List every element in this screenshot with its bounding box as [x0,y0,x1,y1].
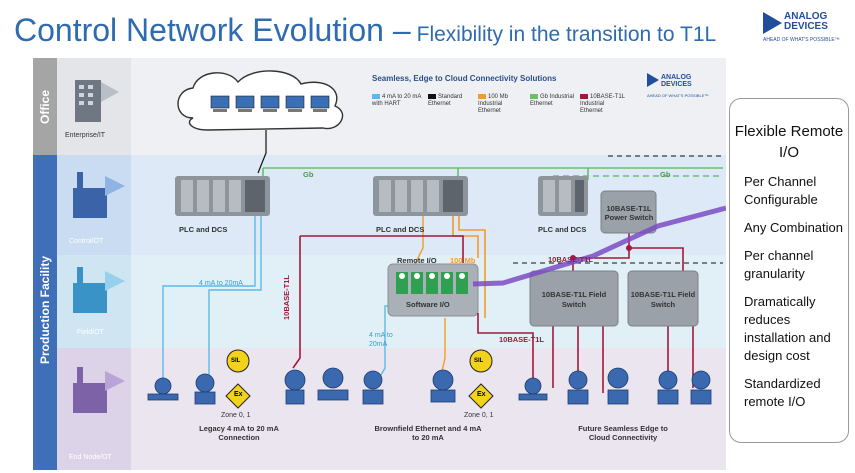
field-switch-label-2: 10BASE-T1L Field Switch [630,290,696,309]
panel-item-1: Per Channel Configurable [744,174,818,207]
logo-line2: DEVICES [784,21,828,32]
plc-label-2: PLC and DCS [376,225,425,234]
gb-label-2: Gb [660,170,671,179]
t1l-label-bottom: 10BASE-T1L [499,335,545,344]
office-band [33,58,726,155]
zone-label-2: Zone 0, 1 [464,412,494,419]
caption-future: Future Seamless Edge to Cloud Connectivi… [578,424,668,442]
network-diagram: Office Production Facility Enterprise/IT… [33,58,726,470]
sil-badge-1 [226,349,250,373]
legend-item-100mb: 100 Mb Industrial Ethernet [478,94,509,114]
legend-item-analog: 4 mA to 20 mA with HART [372,94,422,107]
level-field: Field/OT [77,329,104,336]
panel-item-4: Dramatically reduces installation and de… [744,294,831,363]
panel-item-5: Standardized remote I/O [744,376,821,409]
factory-icon-control [73,172,125,218]
level-endnode: End Node/OT [69,454,112,461]
field-switch-label-1: 10BASE-T1L Field Switch [541,290,607,309]
power-switch-label: 10BASE-T1L Power Switch [604,204,654,222]
ex-text-1: Ex [234,391,243,398]
field-devices [147,367,712,405]
ex-text-2: Ex [477,391,486,398]
production-zone-bar [33,155,57,470]
level-enterprise: Enterprise/IT [65,132,106,139]
ex-badge-1 [225,383,251,409]
plc-rack-2 [373,176,468,216]
cloud-shape [177,70,344,131]
diagram-heading: Seamless, Edge to Cloud Connectivity Sol… [372,74,557,83]
power-switch-box [600,190,657,234]
software-io-box [387,263,479,317]
factory-icon-field [73,267,125,313]
ma-label-2: 4 mA to 20mA [369,332,393,348]
logo-line1: ANALOG [784,11,828,22]
flexible-io-highlight [472,205,726,287]
plc-rack-1 [175,176,270,216]
panel-title: Flexible Remote I/O [734,123,844,161]
office-building-icon [75,80,119,122]
legend-item-ethernet: Standard Ethernet [428,94,463,107]
field-switch-2 [627,270,699,327]
zone-label-1: Zone 0, 1 [221,412,251,419]
logo-triangle-icon [763,12,782,34]
diagram-canvas [33,58,726,470]
sil-text-2: SIL [474,358,484,364]
sil-text-1: SIL [231,358,241,364]
remote-io-label: Remote I/O [397,256,437,265]
t1l-vertical-label: 10BASE-T1L [282,274,291,320]
zone-office: Office [38,90,52,125]
computers-group [210,95,330,109]
caption-brownfield: Brownfield Ethernet and 4 mA to 20 mA [374,424,482,442]
logo-tagline: AHEAD OF WHAT'S POSSIBLE™ [763,37,840,43]
diagram-logo-icon [647,73,659,87]
ex-badge-2 [468,383,494,409]
software-io-label: Software I/O [406,300,450,309]
zone-production: Production Facility [38,256,52,365]
title-main: Control Network Evolution – [14,12,411,48]
caption-legacy: Legacy 4 mA to 20 mA Connection [199,424,279,442]
panel-item-2: Any Combination [744,220,843,235]
mb100-label: 100 Mb [450,256,476,265]
panel-item-3: Per channel granularity [744,248,814,281]
t1l-label-top: 10BASE-T1L [548,255,594,264]
field-switch-1 [529,270,619,327]
flexible-remote-io-panel: Flexible Remote I/O Per Channel Configur… [729,98,849,443]
legend-item-t1l: 10BASE-T1L Industrial Ethernet [580,94,625,114]
title-subtitle: Flexibility in the transition to T1L [416,23,717,46]
ma-label-1: 4 mA to 20mA [199,280,243,287]
endnode-band [33,348,726,470]
page-title: Control Network Evolution –Flexibility i… [14,12,716,49]
plc-rack-3 [538,176,588,216]
gb-label-1: Gb [303,170,314,179]
plc-label-1: PLC and DCS [179,225,228,234]
sil-badge-2 [469,349,493,373]
level-control: Control/OT [69,238,104,245]
legend-item-gb: Gb Industrial Ethernet [530,94,575,107]
factory-icon-endnode [73,367,125,413]
office-zone-bar [33,58,57,155]
plc-label-3: PLC and DCS [538,225,587,234]
